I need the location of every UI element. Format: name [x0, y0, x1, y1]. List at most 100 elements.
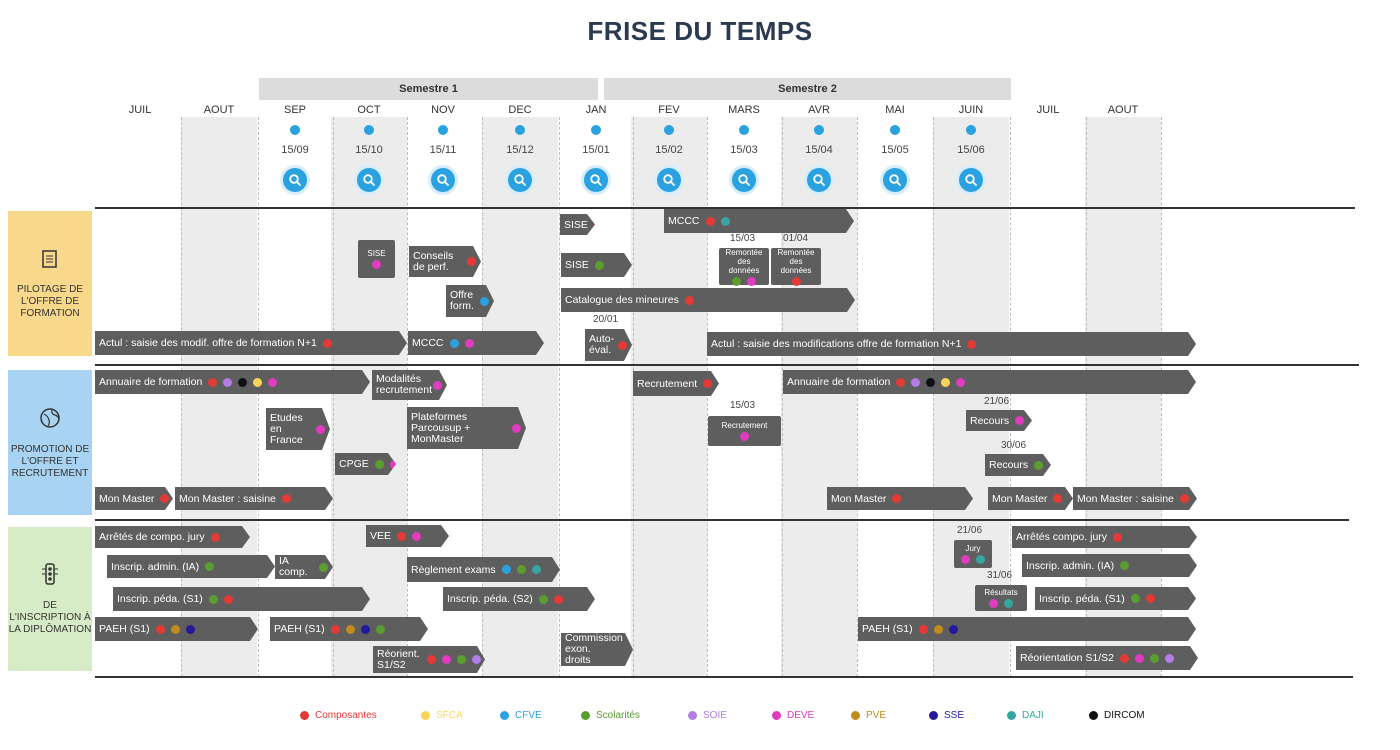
- section-divider: [95, 519, 1349, 521]
- stakeholder-dot: [331, 625, 340, 634]
- task-bar-label: Mon Master : saisine: [1077, 492, 1174, 505]
- stakeholder-dots: [391, 532, 421, 541]
- search-icon[interactable]: [883, 168, 907, 192]
- search-icon[interactable]: [508, 168, 532, 192]
- search-icon[interactable]: [431, 168, 455, 192]
- stakeholder-dot: [1135, 654, 1144, 663]
- stakeholder-dots: [1125, 594, 1155, 603]
- task-bar: Actul : saisie des modifications offre d…: [707, 332, 1196, 356]
- search-icon[interactable]: [657, 168, 681, 192]
- milestone-dot: [364, 125, 374, 135]
- callout-date: 21/06: [957, 525, 983, 536]
- stakeholder-dot: [442, 655, 451, 664]
- month-divider: [1086, 117, 1087, 677]
- stakeholder-dots: [588, 220, 603, 229]
- stakeholder-dots: [961, 340, 976, 349]
- legend-label: PVE: [866, 710, 887, 721]
- task-bar-label: Annuaire de formation: [787, 376, 891, 388]
- stakeholder-dots: [313, 563, 328, 572]
- milestone-date: 15/03: [730, 144, 758, 156]
- stakeholder-dots: [700, 217, 730, 226]
- task-bar: Annuaire de formation: [95, 370, 370, 394]
- legend-item: DEVE: [772, 710, 814, 721]
- task-bar-label: Recrutement: [721, 421, 768, 430]
- task-bar: Etudes en France: [266, 408, 330, 450]
- stakeholder-dot: [740, 432, 749, 441]
- task-bar-label: MCCC: [412, 337, 444, 349]
- stakeholder-dot: [512, 424, 521, 433]
- search-icon[interactable]: [732, 168, 756, 192]
- stakeholder-dot: [375, 460, 384, 469]
- task-bar: Plateformes Parcousup + MonMaster: [407, 407, 526, 449]
- task-bar: Remontée des données: [771, 248, 821, 286]
- task-bar-label: Remontée des données: [725, 247, 763, 275]
- legend-label: DEVE: [787, 710, 815, 721]
- month-label: NOV: [431, 104, 455, 116]
- task-bar-label: Conseils de perf.: [413, 249, 454, 273]
- milestone-dot: [814, 125, 824, 135]
- month-label: JUIL: [1036, 104, 1060, 116]
- search-icon[interactable]: [584, 168, 608, 192]
- stakeholder-dot: [1004, 599, 1013, 608]
- stakeholder-dot: [594, 220, 603, 229]
- stakeholder-dot: [941, 378, 950, 387]
- legend-item: Scolarités: [581, 710, 640, 721]
- semester-band: Semestre 2: [604, 78, 1011, 100]
- stakeholder-dot: [253, 378, 262, 387]
- search-icon[interactable]: [807, 168, 831, 192]
- stakeholder-dot: [1131, 594, 1140, 603]
- stakeholder-dots: [533, 595, 563, 604]
- stakeholder-dot: [457, 655, 466, 664]
- page-title: FRISE DU TEMPS: [587, 16, 813, 46]
- task-bar: Inscrip. péda. (S1): [113, 587, 370, 611]
- stakeholder-dots: [325, 625, 385, 634]
- semester-band: Semestre 1: [259, 78, 598, 100]
- task-bar: MCCC: [664, 209, 854, 233]
- section-3: DE L'INSCRIPTION À LA DIPLÔMATION: [8, 527, 92, 671]
- task-bar: Actul : saisie des modif. offre de forma…: [95, 331, 407, 355]
- stakeholder-dot: [224, 595, 233, 604]
- stakeholder-dot: [156, 625, 165, 634]
- legend-label: Composantes: [315, 710, 377, 721]
- month-label: SEP: [283, 104, 306, 116]
- stakeholder-dots: [612, 341, 627, 350]
- section-label: DE L'INSCRIPTION À LA DIPLÔMATION: [8, 600, 92, 635]
- callout-date: 31/06: [987, 570, 1013, 581]
- stakeholder-dot: [618, 341, 627, 350]
- month-divider: [181, 117, 182, 677]
- month-stripe: [482, 117, 558, 677]
- task-bar-label: Inscrip. admin. (IA): [111, 560, 200, 573]
- stakeholder-dots: [372, 260, 381, 269]
- task-bar-label: Offre form.: [450, 289, 474, 312]
- section-label: PILOTAGE DE L'OFFRE DE FORMATION: [17, 283, 83, 319]
- task-bar-label: Etudes en France: [270, 411, 303, 446]
- search-icon[interactable]: [357, 168, 381, 192]
- month-label: JAN: [585, 104, 607, 116]
- stakeholder-dot: [465, 339, 474, 348]
- stakeholder-dot: [747, 276, 756, 286]
- stakeholder-dot: [1053, 494, 1062, 503]
- milestone-dot: [591, 125, 601, 135]
- stakeholder-dots: [740, 432, 749, 441]
- task-bar-label: Résultats: [984, 588, 1018, 597]
- legend-item: CFVE: [500, 710, 542, 721]
- task-bar: Mon Master: [988, 487, 1073, 510]
- stakeholder-dot: [949, 625, 958, 634]
- task-bar-label: Annuaire de formation: [99, 376, 203, 388]
- legend-dot: [421, 711, 430, 720]
- stakeholder-dot: [390, 460, 399, 469]
- task-bar: Remontée des données: [719, 247, 769, 286]
- legend-dot: [929, 711, 938, 720]
- task-bar-label: Auto-éval.: [589, 333, 615, 356]
- stakeholder-dot: [397, 532, 406, 541]
- search-icon[interactable]: [283, 168, 307, 192]
- section-divider: [95, 207, 1355, 209]
- task-bar-label: Mon Master: [99, 492, 155, 505]
- milestone-dot: [890, 125, 900, 135]
- stakeholder-dots: [154, 494, 169, 503]
- task-bar: Arrêtés de compo. jury: [95, 526, 250, 548]
- stakeholder-dots: [205, 533, 220, 542]
- search-icon[interactable]: [959, 168, 983, 192]
- month-stripe: [781, 117, 857, 677]
